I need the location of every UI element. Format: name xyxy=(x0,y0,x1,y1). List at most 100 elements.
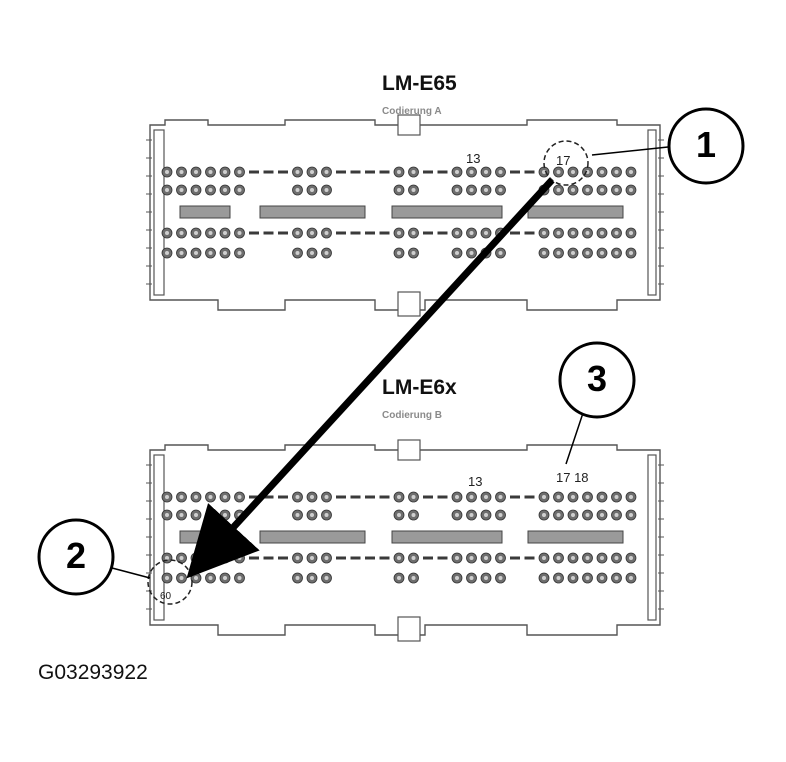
connector-pin-center xyxy=(629,556,633,560)
connector-pin-center xyxy=(484,231,488,235)
connector-pin-center xyxy=(542,556,546,560)
connector-pin-center xyxy=(629,231,633,235)
connector-pin-dash xyxy=(437,556,448,560)
connector-pin-center xyxy=(223,513,227,517)
connector-pin-dash xyxy=(278,495,288,499)
connector-pin-center xyxy=(310,251,314,255)
connector-pin-center xyxy=(324,576,329,580)
connector-pin-center xyxy=(208,231,213,235)
connector-pin-center xyxy=(498,495,503,499)
connector-pin-center xyxy=(542,231,546,235)
connector-pin-center xyxy=(223,231,227,235)
connector-pin-dash xyxy=(524,170,535,174)
connector-pin-center xyxy=(179,251,184,255)
connector-pin-center xyxy=(571,513,575,517)
connector-pin-center xyxy=(397,495,401,499)
connector-left-latch xyxy=(153,454,165,621)
connector-pin-center xyxy=(310,495,314,499)
pin-17-highlight-circle xyxy=(543,140,589,186)
connector-pin-center xyxy=(614,513,619,517)
connector-pin-center xyxy=(469,231,474,235)
connector-pin-center xyxy=(295,188,300,192)
connector-pin-center xyxy=(542,251,546,255)
connector-pin-center xyxy=(324,556,329,560)
callout-3-number: 3 xyxy=(586,358,608,399)
connector-pin-center xyxy=(498,170,503,174)
connector-pin-center xyxy=(310,513,314,517)
connector-pin-center xyxy=(194,495,198,499)
connector-pin-dash xyxy=(350,495,361,499)
connector-pin-center xyxy=(484,556,488,560)
connector-pin-center xyxy=(310,188,314,192)
connector-pin-center xyxy=(194,251,198,255)
connector-pin-center xyxy=(295,495,300,499)
connector-pin-center xyxy=(179,170,184,174)
connector-right-latch xyxy=(647,454,657,621)
connector-pin-dash xyxy=(249,556,259,560)
callout-2-leader xyxy=(111,567,151,579)
connector-pin-center xyxy=(411,231,416,235)
connector-pin-center xyxy=(556,231,561,235)
connector-pin-center xyxy=(629,495,633,499)
connector-pin-center xyxy=(324,170,329,174)
connector-pin-center xyxy=(571,495,575,499)
connector-pin-center xyxy=(585,251,590,255)
connector-pin-center xyxy=(295,513,300,517)
connector-pin-dash xyxy=(379,231,390,235)
connector-bar-1 xyxy=(179,205,231,219)
connector-pin-center xyxy=(585,576,590,580)
connector-pin-center xyxy=(295,576,300,580)
connector-pin-center xyxy=(469,513,474,517)
connector-pin-dash xyxy=(336,495,346,499)
connector-pin-center xyxy=(237,556,242,560)
connector-pin-center xyxy=(614,170,619,174)
connector-pin-center xyxy=(208,576,213,580)
connector-pin-center xyxy=(179,576,184,580)
connector-pin-center xyxy=(455,576,459,580)
connector-pin-dash xyxy=(336,556,346,560)
connector-pin-dash xyxy=(350,556,361,560)
connector-pin-dash xyxy=(423,231,433,235)
connector-pin-center xyxy=(223,251,227,255)
connector-pin-center xyxy=(600,251,604,255)
connector-bar-3 xyxy=(391,530,503,544)
connector-pin-center xyxy=(614,231,619,235)
connector-pin-center xyxy=(498,188,503,192)
connector-pin-center xyxy=(614,576,619,580)
connector-pin-center xyxy=(165,513,169,517)
connector-pin-center xyxy=(237,188,242,192)
connector-pin-center xyxy=(397,513,401,517)
connector-pin-dash xyxy=(278,556,288,560)
connector-pin-center xyxy=(469,576,474,580)
connector-pin-center xyxy=(237,576,242,580)
connector-pin-center xyxy=(223,556,227,560)
callout-1-circle xyxy=(667,107,745,185)
connector-pin-dash xyxy=(365,495,375,499)
connector-pin-center xyxy=(397,188,401,192)
connector-pin-center xyxy=(310,231,314,235)
top-pin-label-17: 17 xyxy=(556,153,571,168)
callout-2-circle xyxy=(37,518,115,596)
connector-pin-center xyxy=(484,170,488,174)
connector-pin-center xyxy=(484,576,488,580)
connector-top-key xyxy=(397,439,421,461)
connector-pin-dash xyxy=(524,556,535,560)
connector-pin-dash xyxy=(423,495,433,499)
connector-pin-dash xyxy=(379,170,390,174)
connector-pin-dash xyxy=(423,170,433,174)
connector-pin-center xyxy=(397,556,401,560)
connector-pin-dash xyxy=(423,556,433,560)
connector-pin-center xyxy=(223,495,227,499)
connector-pin-center xyxy=(208,188,213,192)
relocation-arrow xyxy=(186,177,555,579)
connector-pin-center xyxy=(179,231,184,235)
connector-pin-center xyxy=(571,251,575,255)
connector-pin-center xyxy=(585,556,590,560)
connector-pin-center xyxy=(179,188,184,192)
connector-pin-dash xyxy=(278,231,288,235)
connector-pin-center xyxy=(469,170,474,174)
top-connector-subtitle: Codierung A xyxy=(382,106,442,117)
connector-pin-center xyxy=(455,231,459,235)
connector-pin-center xyxy=(629,513,633,517)
